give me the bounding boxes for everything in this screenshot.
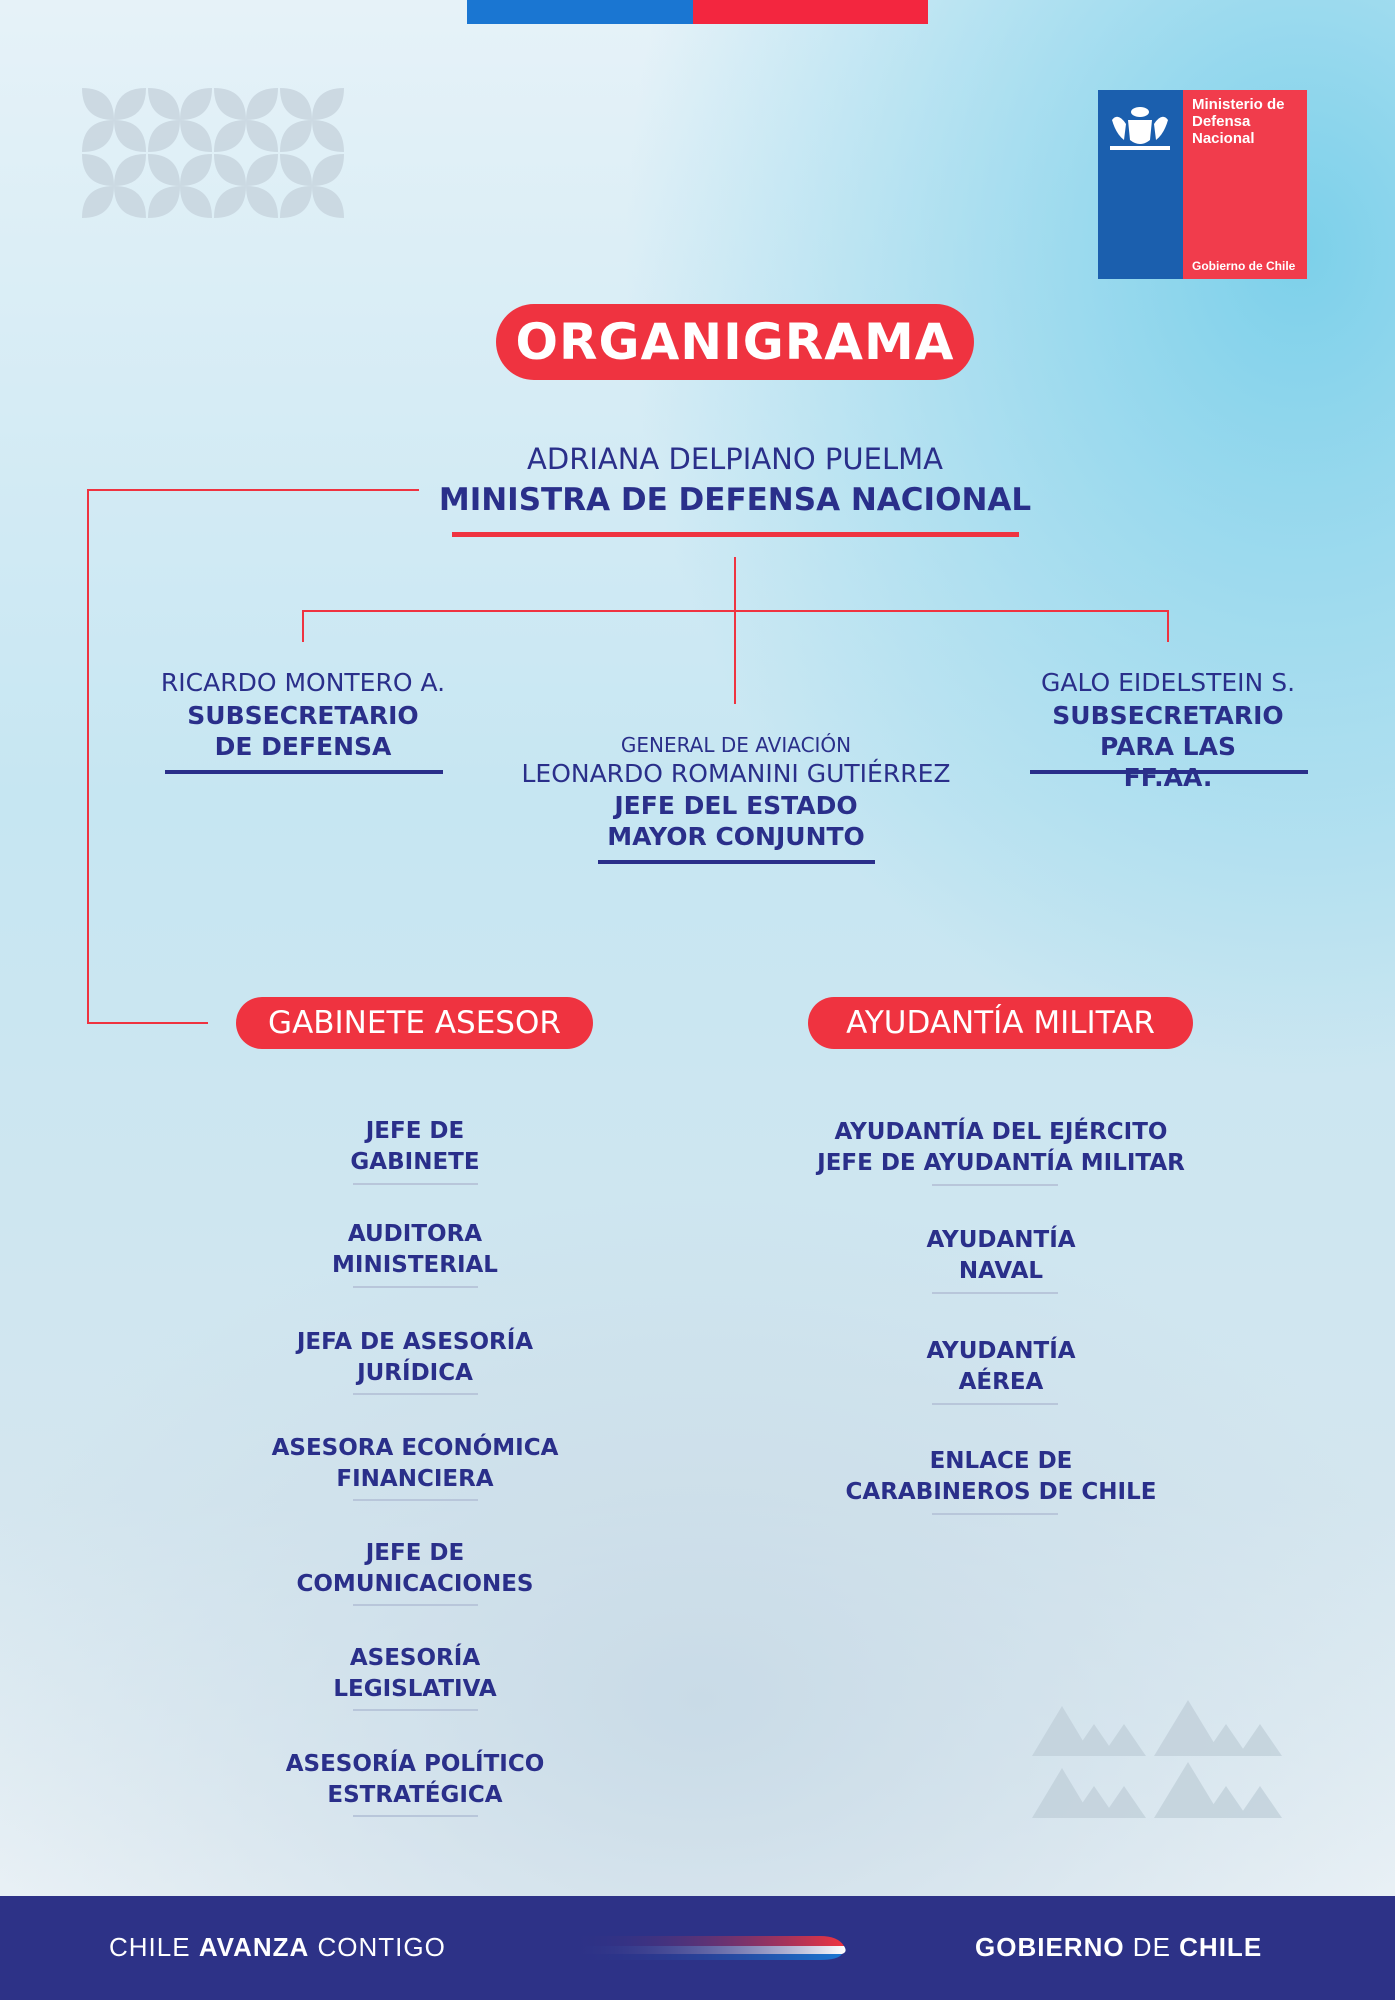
footer-swoosh-icon: [570, 1936, 846, 1960]
chief-name: LEONARDO ROMANINI GUTIÉRREZ: [521, 759, 951, 788]
gabinete-item-3-underline: [353, 1393, 478, 1395]
connector-vertical-center: [734, 557, 736, 704]
gabinete-item-4: ASESORA ECONÓMICA FINANCIERA: [271, 1435, 559, 1492]
coat-of-arms-icon: [1110, 107, 1170, 150]
ayudantia-item-2: AYUDANTÍA NAVAL: [926, 1227, 1076, 1284]
ayudantia-item-4: ENLACE DE CARABINEROS DE CHILE: [845, 1448, 1157, 1505]
footer-government: GOBIERNO DE CHILE: [975, 1932, 1262, 1963]
gabinete-item-5-underline: [353, 1604, 478, 1606]
ayudantia-item-3: AYUDANTÍA AÉREA: [926, 1338, 1076, 1395]
ayudantia-item-2-underline: [932, 1292, 1058, 1294]
flag-stripe-blue: [467, 0, 693, 24]
decorative-pattern-icon: [82, 88, 344, 218]
right-sub-underline: [1030, 770, 1308, 774]
connector-left-drop: [302, 610, 304, 642]
mountains-decoration-icon: [1032, 1700, 1282, 1818]
footer-government-part-1: GOBIERNO: [975, 1932, 1125, 1962]
connector-minister-left: [87, 489, 419, 491]
gabinete-item-7: ASESORÍA POLÍTICO ESTRATÉGICA: [285, 1751, 545, 1808]
page-title: ORGANIGRAMA: [496, 304, 974, 380]
connector-right-drop: [1167, 610, 1169, 642]
chief-underline: [598, 860, 875, 864]
ayudantia-item-3-underline: [932, 1403, 1058, 1405]
gabinete-item-3: JEFA DE ASESORÍA JURÍDICA: [296, 1329, 534, 1386]
gabinete-item-6-underline: [353, 1709, 478, 1711]
gabinete-item-1-underline: [353, 1183, 478, 1185]
footer-government-part-2: DE: [1124, 1932, 1180, 1962]
footer-government-part-3: CHILE: [1179, 1932, 1263, 1962]
ministry-logo: Ministerio de Defensa Nacional Gobierno …: [1098, 90, 1307, 279]
gabinete-item-1: JEFE DE GABINETE: [350, 1118, 480, 1175]
left-sub-name: RICARDO MONTERO A.: [160, 668, 446, 697]
connector-horizontal: [302, 610, 1169, 612]
government-name: Gobierno de Chile: [1192, 259, 1296, 273]
ayudantia-item-1-underline: [932, 1184, 1058, 1186]
gabinete-item-5: JEFE DE COMUNICACIONES: [296, 1540, 534, 1597]
minister-role: MINISTRA DE DEFENSA NACIONAL: [438, 482, 1032, 518]
minister-underline: [452, 532, 1019, 537]
gabinete-asesor-label: GABINETE ASESOR: [236, 997, 593, 1049]
gabinete-item-7-underline: [353, 1815, 478, 1817]
connector-gabinete: [87, 1022, 208, 1024]
gabinete-item-2: AUDITORA MINISTERIAL: [332, 1221, 498, 1278]
footer-slogan: CHILE AVANZA CONTIGO: [109, 1932, 446, 1963]
flag-stripe-red: [693, 0, 928, 24]
footer-slogan-part-1: CHILE: [109, 1932, 199, 1962]
minister-name: ADRIANA DELPIANO PUELMA: [527, 442, 943, 476]
right-sub-name: GALO EIDELSTEIN S.: [1040, 668, 1296, 697]
chief-rank: GENERAL DE AVIACIÓN: [620, 733, 852, 757]
left-sub-underline: [165, 770, 443, 774]
gabinete-item-2-underline: [353, 1286, 478, 1288]
chief-role: JEFE DEL ESTADO MAYOR CONJUNTO: [607, 791, 865, 851]
ministry-panel: Ministerio de Defensa Nacional Gobierno …: [1183, 90, 1307, 279]
gabinete-item-4-underline: [353, 1499, 478, 1501]
footer-slogan-part-2: AVANZA: [198, 1932, 310, 1962]
connector-left-vertical: [87, 489, 89, 1024]
coat-of-arms-panel: [1098, 90, 1183, 279]
ayudantia-item-1: AYUDANTÍA DEL EJÉRCITO JEFE DE AYUDANTÍA…: [817, 1119, 1185, 1176]
ayudantia-militar-label: AYUDANTÍA MILITAR: [808, 997, 1193, 1049]
ministry-name: Ministerio de Defensa Nacional: [1192, 96, 1285, 147]
footer-slogan-part-3: CONTIGO: [309, 1932, 446, 1962]
right-sub-role: SUBSECRETARIO PARA LAS FF.AA.: [1052, 701, 1284, 792]
ayudantia-item-4-underline: [932, 1513, 1058, 1515]
footer: CHILE AVANZA CONTIGO GOBIERNO DE CHILE: [0, 1896, 1395, 2000]
gabinete-item-6: ASESORÍA LEGISLATIVA: [333, 1645, 497, 1702]
left-sub-role: SUBSECRETARIO DE DEFENSA: [187, 701, 419, 761]
